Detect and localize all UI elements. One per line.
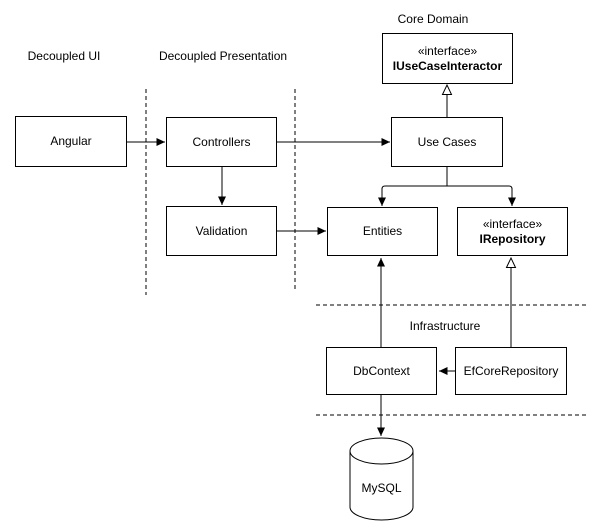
node-validation: Validation (166, 206, 277, 256)
label-core-domain: Core Domain (397, 12, 469, 26)
node-use-cases: Use Cases (391, 117, 503, 167)
node-efcorerepository-label: EfCoreRepository (463, 363, 559, 378)
node-dbcontext: DbContext (326, 347, 437, 395)
node-entities-label: Entities (362, 224, 403, 238)
node-irepository-stereotype: «interface» (482, 216, 543, 231)
node-entities: Entities (327, 207, 438, 256)
node-angular: Angular (15, 116, 127, 167)
node-iusecaseinteractor-label: IUseCaseInteractor (392, 58, 503, 73)
node-irepository-label: IRepository (479, 231, 546, 246)
edge-usecases-branch-bar (381, 185, 513, 190)
node-mysql-label: MySQL (361, 481, 402, 495)
node-iusecaseinteractor: «interface» IUseCaseInteractor (382, 33, 513, 84)
label-decoupled-ui: Decoupled UI (27, 49, 101, 63)
node-dbcontext-label: DbContext (353, 363, 410, 378)
node-efcorerepository: EfCoreRepository (455, 347, 567, 395)
node-angular-label: Angular (50, 134, 92, 148)
node-controllers-label: Controllers (192, 134, 251, 149)
node-irepository: «interface» IRepository (457, 207, 568, 256)
node-use-cases-label: Use Cases (417, 134, 477, 149)
database-cylinder-shape (349, 437, 414, 521)
label-infrastructure: Infrastructure (409, 319, 481, 333)
node-validation-label: Validation (195, 223, 248, 238)
boundary-dashed-lines (145, 89, 586, 416)
node-controllers: Controllers (166, 117, 277, 167)
label-decoupled-presentation: Decoupled Presentation (158, 49, 288, 63)
node-iusecaseinteractor-stereotype: «interface» (417, 43, 478, 58)
